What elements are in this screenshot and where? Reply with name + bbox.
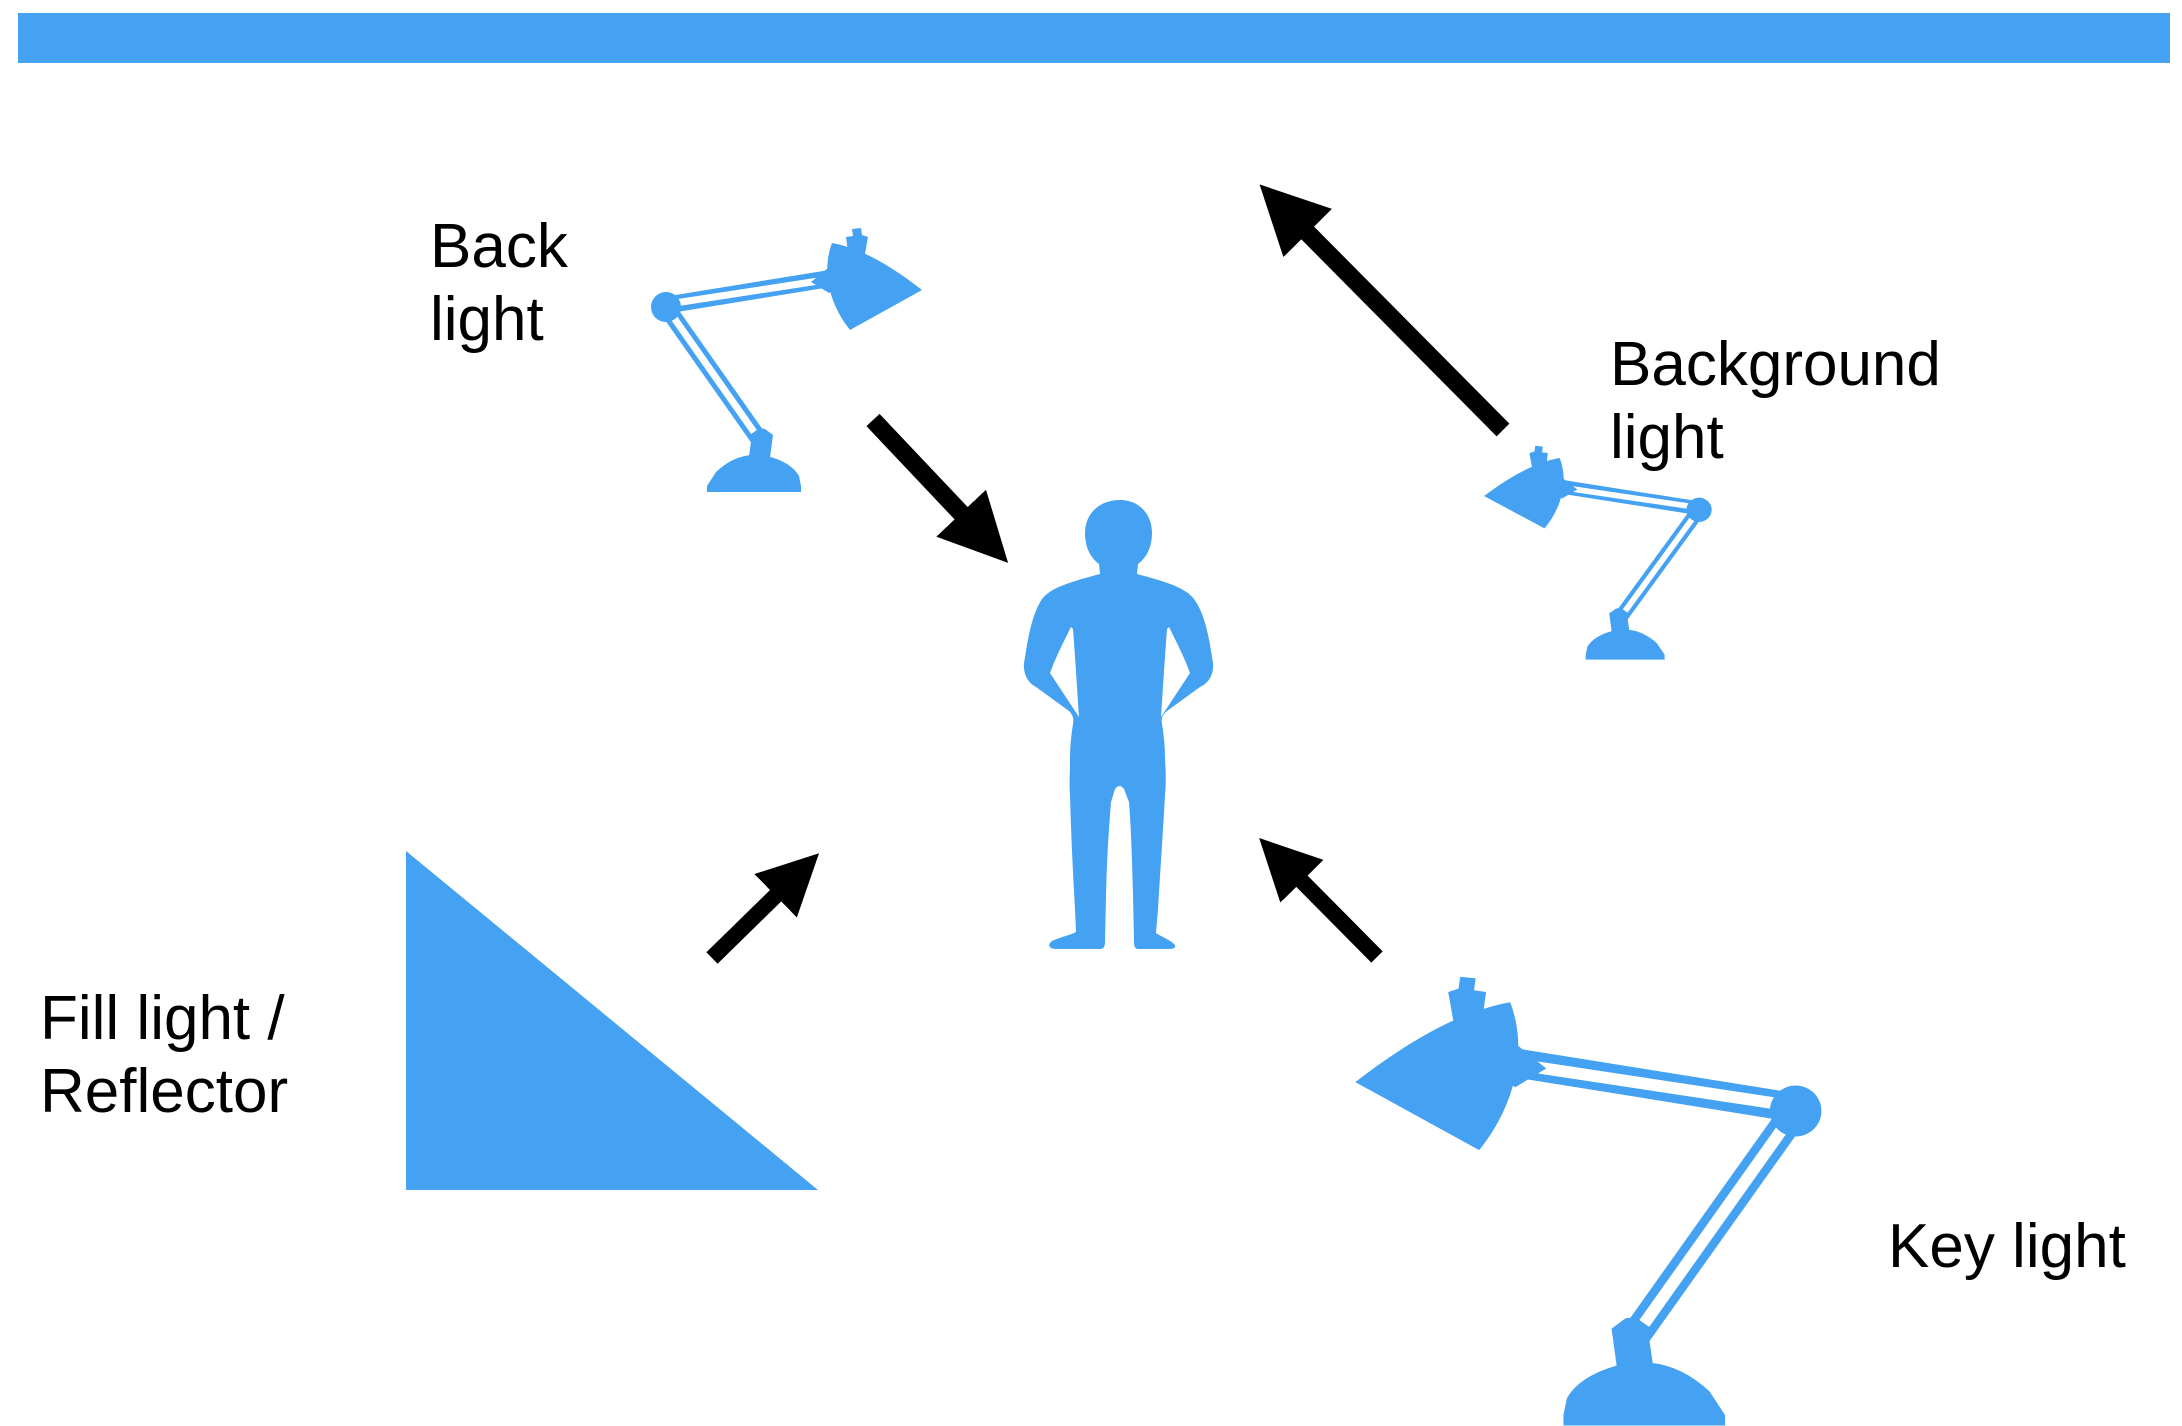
background-light-arrow-icon [1259, 184, 1510, 437]
back-light-label: Back light [430, 212, 568, 355]
fill-light-arrow-icon [706, 853, 820, 964]
background-light-label: Background light [1610, 330, 1941, 473]
back-light-lamp-icon [651, 228, 922, 492]
blue-shapes [18, 13, 2170, 1426]
background-light-lamp-icon [1484, 446, 1712, 660]
back-light-arrow-icon [866, 413, 1009, 563]
person-silhouette [1023, 500, 1214, 949]
key-light-lamp-icon [1355, 977, 1821, 1426]
key-light-arrow-icon [1259, 838, 1383, 963]
background-wall-bar [18, 13, 2170, 63]
direction-arrows [706, 184, 1510, 964]
key-light-label: Key light [1888, 1212, 2126, 1281]
fill-reflector-triangle [406, 851, 818, 1190]
fill-light-label: Fill light / Reflector [40, 984, 289, 1127]
